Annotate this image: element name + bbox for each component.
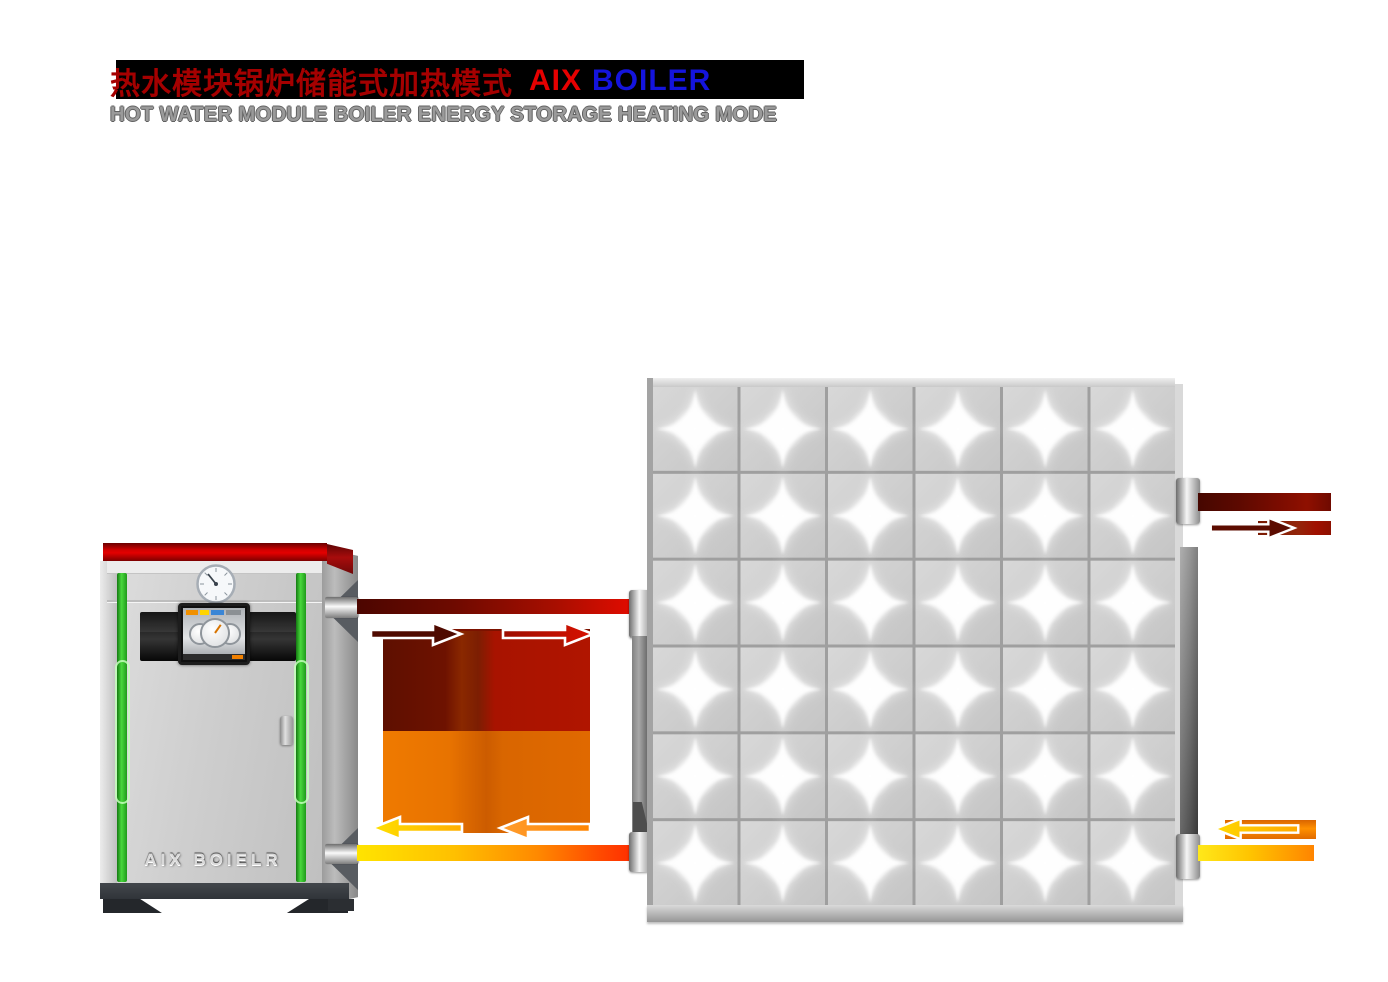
module-frame-top [647, 378, 1175, 387]
screen-bottom-button [232, 655, 243, 659]
pressure-gauge-icon [196, 564, 236, 604]
brand-aix: AIX [529, 63, 583, 97]
boiler-foot-back [328, 899, 354, 911]
page-subtitle: HOT WATER MODULE BOILER ENERGY STORAGE H… [110, 103, 778, 126]
control-screen-ui [183, 608, 245, 660]
boiler-cap [103, 543, 327, 561]
boiler-groove-right [294, 660, 309, 804]
brand-boiler: BOILER [592, 63, 712, 97]
boiler-green-light-left [117, 573, 127, 882]
boiler-inlet-connector [325, 844, 358, 864]
module-right-riser-pipe [1180, 547, 1198, 839]
storage-module [647, 378, 1183, 922]
screen-gauge-needle [214, 624, 222, 634]
module-cold-return-collar [1176, 834, 1200, 879]
screen-bottom-bar [183, 654, 245, 660]
module-frame-left [647, 378, 653, 922]
hot-outlet-pipe [1198, 493, 1331, 511]
boiler-base [100, 883, 349, 899]
boiler-foot-left [103, 899, 162, 913]
boiler-green-light-right [296, 573, 306, 882]
boiler-groove-left [115, 660, 130, 804]
heat-exchanger-hot-section [383, 629, 590, 733]
module-hot-outlet-collar [1176, 478, 1200, 524]
screen-chip-orange [186, 610, 198, 615]
storage-module-tiles [653, 384, 1175, 908]
header-title-bar [116, 60, 804, 99]
return-flow-arrow-2 [496, 815, 592, 841]
door-handle [280, 716, 293, 745]
module-inlet-collar-left-top [629, 590, 652, 638]
heat-exchanger-warm-section [383, 731, 590, 833]
return-pipe [357, 845, 633, 861]
module-frame-right [1175, 384, 1183, 905]
boiler-unit: AIX BOIELR [100, 540, 360, 916]
control-screen [178, 603, 250, 665]
page-title: 热水模块锅炉储能式加热模式 AIX BOILER [110, 61, 712, 101]
supply-flow-arrow-2 [501, 621, 597, 647]
cold-return-pipe [1198, 845, 1314, 861]
hot-outlet-arrow [1209, 516, 1298, 540]
boiler-outlet-connector [325, 597, 358, 618]
supply-pipe [357, 599, 633, 614]
page-title-cn: 热水模块锅炉储能式加热模式 [110, 67, 513, 101]
screen-gauge-center [200, 618, 230, 648]
boiler-left-edge [100, 561, 117, 883]
supply-flow-arrow-1 [369, 621, 465, 647]
screen-chip-gray [226, 610, 241, 615]
module-outlet-collar-left-bottom [629, 832, 652, 872]
boiler-brand-label: AIX BOIELR [144, 850, 282, 869]
module-frame-bottom [647, 905, 1183, 922]
screen-chip-blue [211, 610, 224, 615]
screen-chip-yellow [200, 610, 209, 615]
module-left-riser-pipe [632, 636, 649, 842]
cold-return-arrow [1211, 817, 1300, 841]
return-flow-arrow-1 [368, 815, 464, 841]
